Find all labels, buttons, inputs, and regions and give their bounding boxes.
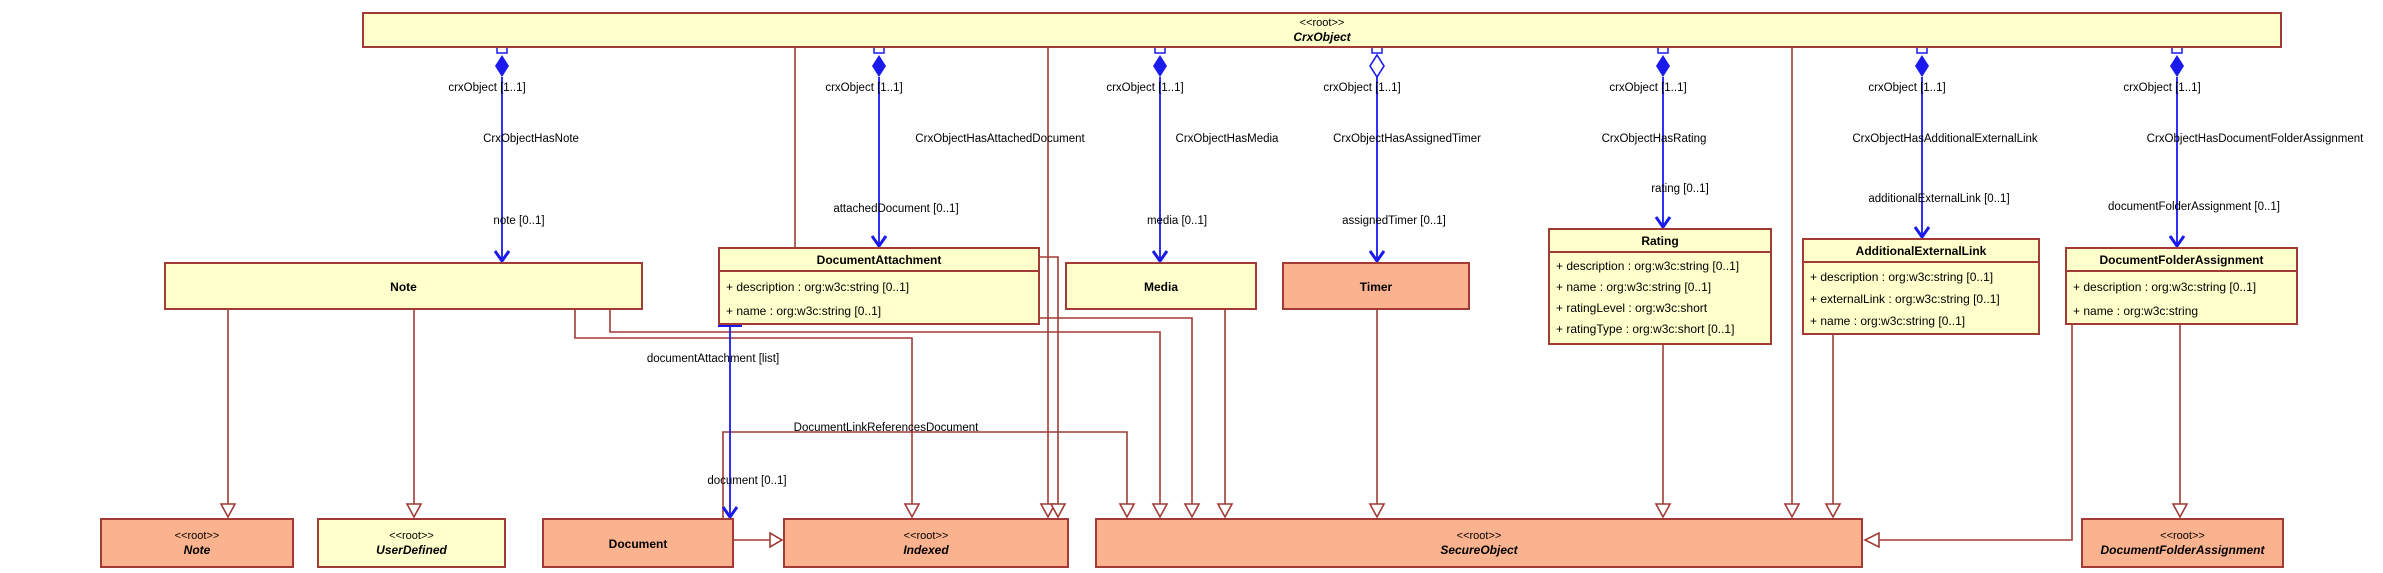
role-label: media [0..1] [1146,215,1208,227]
association-name: CrxObjectHasDocumentFolderAssignment [2146,133,2364,145]
class-attributes: + description : org:w3c:string [0..1] + … [2067,272,2296,325]
class-document[interactable]: Document [542,518,734,568]
association-name: CrxObjectHasMedia [1175,133,1279,145]
stereotype: <<root>> [1456,529,1502,542]
role-label: attachedDocument [0..1] [833,203,959,215]
stereotype: <<root>> [903,529,949,542]
stereotype: <<root>> [2160,529,2205,542]
attribute: + ratingType : org:w3c:short [0..1] [1556,322,1735,336]
class-title: <<root>> Note [102,530,292,557]
association-name: CrxObjectHasNote [483,133,579,145]
attribute: + name : org:w3c:string [0..1] [1556,280,1712,294]
role-label: crxObject [1..1] [2123,82,2201,94]
attribute: + description : org:w3c:string [0..1] [1810,270,1994,284]
role-label: documentFolderAssignment [0..1] [2108,201,2280,213]
triangle-right-into-indexed [769,531,784,549]
class-attributes: + description : org:w3c:string [0..1] + … [1550,253,1770,342]
class-media[interactable]: Media [1065,262,1257,310]
class-name: CrxObject [1293,29,1351,44]
attribute: + description : org:w3c:string [0..1] [2073,280,2257,294]
class-title: DocumentAttachment [720,249,1038,272]
attribute: + ratingLevel : org:w3c:short [1556,301,1708,315]
role-label: crxObject [1..1] [1323,82,1401,94]
attribute: + name : org:w3c:string [2073,304,2199,318]
association-name: CrxObjectHasAttachedDocument [915,133,1085,145]
attribute: + name : org:w3c:string [0..1] [726,304,882,318]
class-indexed[interactable]: <<root>> Indexed [783,518,1069,568]
class-attributes: + description : org:w3c:string [0..1] + … [720,272,1038,325]
class-title: Document [608,536,668,551]
class-name: Indexed [903,542,949,557]
class-title: <<root>> SecureObject [1097,530,1861,557]
edge-documentfolderassignment-to-secureobject [1879,325,2073,541]
class-secureobject[interactable]: <<root>> SecureObject [1095,518,1863,568]
class-root-note[interactable]: <<root>> Note [100,518,294,568]
class-documentattachment[interactable]: DocumentAttachment + description : org:w… [718,247,1040,325]
class-title: <<root>> Indexed [785,530,1067,557]
class-root-documentfolderassignment[interactable]: <<root>> DocumentFolderAssignment [2081,518,2284,568]
role-label: rating [0..1] [1651,183,1709,195]
role-label: note [0..1] [493,215,545,227]
role-label: additionalExternalLink [0..1] [1868,193,2010,205]
diamonds [495,53,2184,79]
role-label: assignedTimer [0..1] [1342,215,1446,227]
stereotype: <<root>> [174,529,220,542]
class-additionalexternallink[interactable]: AdditionalExternalLink + description : o… [1802,238,2040,335]
role-label: crxObject [1..1] [1609,82,1687,94]
attribute: + externalLink : org:w3c:string [0..1] [1810,292,2000,306]
class-documentfolderassignment[interactable]: DocumentFolderAssignment + description :… [2065,247,2298,325]
role-label: crxObject [1..1] [825,82,903,94]
class-title: <<root>> DocumentFolderAssignment [2083,530,2282,557]
open-diamond-timer [1369,53,1385,79]
edge-documentattachment-to-secureobject [1040,317,1193,504]
attribute: + description : org:w3c:string [0..1] [726,280,910,294]
class-name: SecureObject [1440,542,1518,557]
stereotype: <<root>> [389,529,434,542]
role-label: crxObject [1..1] [1868,82,1946,94]
attribute: + name : org:w3c:string [0..1] [1810,314,1966,328]
association-name: CrxObjectHasAssignedTimer [1333,133,1481,145]
edge-note-to-secureobject [609,310,1161,504]
association-name: DocumentLinkReferencesDocument [793,422,979,434]
class-title: Note [390,279,417,294]
class-title: DocumentFolderAssignment [2067,249,2296,272]
class-title: AdditionalExternalLink [1804,240,2038,263]
class-name: DocumentFolderAssignment [2100,542,2265,557]
class-attributes: + description : org:w3c:string [0..1] + … [1804,263,2038,334]
association-name: CrxObjectHasRating [1601,133,1707,145]
class-title: Timer [1359,279,1393,294]
stereotype: <<root>> [1299,16,1345,29]
class-userdefined[interactable]: <<root>> UserDefined [317,518,506,568]
role-label: documentAttachment [list] [646,353,780,365]
class-title: Rating [1550,230,1770,253]
triangle-left-into-secureobject [1863,531,1880,549]
class-rating[interactable]: Rating + description : org:w3c:string [0… [1548,228,1772,345]
class-title: <<root>> UserDefined [319,530,504,557]
class-crxobject[interactable]: <<root>> CrxObject [362,12,2282,48]
role-label: crxObject [1..1] [448,82,526,94]
edge-documentattachment-to-indexed [1040,256,1059,504]
class-title: Media [1143,279,1178,294]
role-label: document [0..1] [707,475,787,487]
attribute: + description : org:w3c:string [0..1] [1556,259,1740,273]
class-name: Note [183,542,211,557]
class-timer[interactable]: Timer [1282,262,1470,310]
role-label: crxObject [1..1] [1106,82,1184,94]
class-note[interactable]: Note [164,262,643,310]
class-title: <<root>> CrxObject [364,17,2280,44]
association-name: CrxObjectHasAdditionalExternalLink [1852,133,2038,145]
class-name: UserDefined [376,542,447,557]
